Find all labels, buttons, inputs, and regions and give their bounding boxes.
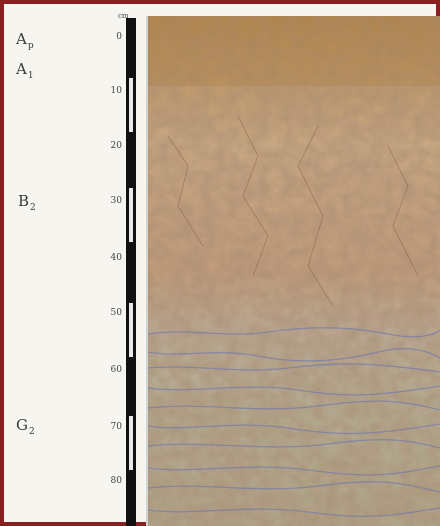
depth-tick: 40 (110, 253, 122, 263)
horizon-label-g2: G2 (16, 416, 36, 437)
depth-tick: 50 (110, 308, 122, 318)
horizon-label-a1: A1 (16, 60, 35, 81)
soil-profile-photo (146, 16, 440, 526)
depth-tick: 20 (110, 141, 122, 151)
depth-tick: 80 (110, 476, 122, 486)
depth-tick: 10 (110, 86, 122, 96)
horizon-label-ap: Ap (16, 30, 35, 51)
depth-tick: 60 (110, 365, 122, 375)
horizon-label-b2: B2 (18, 192, 37, 213)
depth-tick: 0 (116, 32, 122, 42)
measuring-ruler (126, 18, 136, 526)
depth-tick: 70 (110, 422, 122, 432)
scale-unit: cm (118, 12, 129, 20)
depth-tick: 30 (110, 196, 122, 206)
